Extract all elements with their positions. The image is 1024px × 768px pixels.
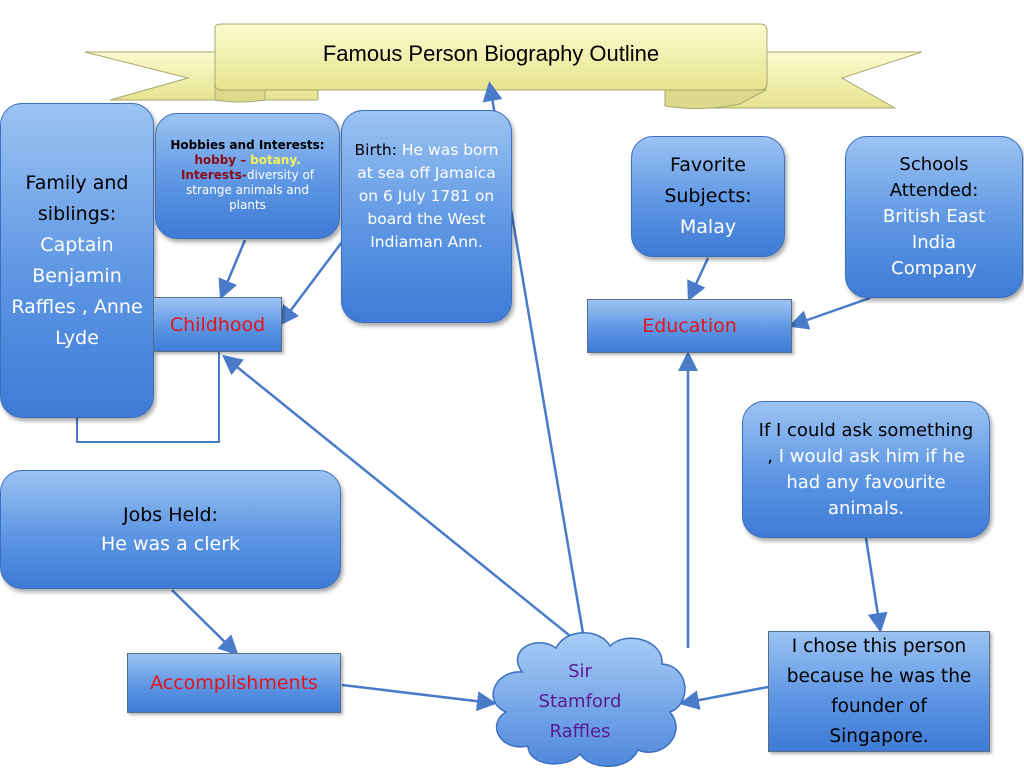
- jobs-label: Jobs Held:: [123, 503, 218, 526]
- favorite-subjects-value: Malay: [679, 216, 737, 238]
- schools-value: British East India Company: [882, 206, 986, 279]
- birth-box: Birth: He was born at sea off Jamaica on…: [341, 110, 512, 323]
- interests-key: Interests-: [180, 168, 247, 182]
- question-text: If I could ask something , I would ask h…: [757, 418, 975, 522]
- family-siblings-box: Family and siblings: Captain Benjamin Ra…: [0, 103, 154, 418]
- hobby-value: botany.: [250, 153, 301, 167]
- arrow-birth-childhood: [279, 237, 346, 326]
- center-line-1: Sir: [568, 661, 592, 682]
- center-cloud: [492, 632, 686, 767]
- childhood-label: Childhood: [169, 313, 266, 336]
- schools-label: Schools Attended:: [889, 154, 979, 201]
- favorite-subjects-box: Favorite Subjects: Malay: [631, 136, 785, 257]
- reason-text: I chose this person because he was the f…: [786, 635, 972, 747]
- arrow-center-childhood: [222, 354, 586, 649]
- title-banner: [84, 23, 923, 110]
- interests-value: diversity of strange animals and plants: [186, 168, 315, 212]
- reason-box: I chose this person because he was the f…: [768, 631, 990, 752]
- banner-center: [214, 23, 768, 91]
- question-prefix: If I could ask something ,: [758, 419, 974, 467]
- arrow-question-reason: [864, 537, 888, 633]
- arrow-hobbies-childhood: [218, 239, 247, 300]
- education-label: Education: [642, 315, 737, 337]
- hobbies-box: Hobbies and Interests: hobby – botany. I…: [155, 113, 340, 239]
- diagram-title: Famous Person Biography Outline: [322, 41, 660, 66]
- birth-detail: He was born at sea off Jamaica on 6 July…: [357, 141, 499, 251]
- jobs-held-box: Jobs Held: He was a clerk: [0, 470, 341, 589]
- question-answer: I would ask him if he had any favourite …: [778, 445, 965, 519]
- center-topic: Sir Stamford Raffles: [510, 652, 650, 752]
- education-box: Education: [587, 299, 792, 353]
- family-bracket-line: [76, 352, 220, 443]
- favorite-subjects-label: Favorite Subjects:: [664, 154, 752, 207]
- birth-label: Birth:: [354, 141, 397, 159]
- banner-right-fold: [664, 85, 768, 110]
- hobbies-label: Hobbies and Interests:: [170, 138, 325, 152]
- jobs-value: He was a clerk: [100, 532, 241, 555]
- arrow-favorite-education: [687, 257, 710, 302]
- center-line-2: Stamford: [538, 691, 622, 712]
- arrow-accomplishments-center: [341, 683, 497, 712]
- accomplishments-label: Accomplishments: [150, 672, 318, 694]
- family-label: Family and siblings:: [25, 171, 129, 225]
- arrow-reason-center: [679, 685, 769, 711]
- accomplishments-box: Accomplishments: [127, 653, 341, 713]
- family-detail: Captain Benjamin Raffles , Anne Lyde: [11, 233, 143, 349]
- birth-text: Birth: He was born at sea off Jamaica on…: [352, 139, 501, 254]
- childhood-box: Childhood: [153, 297, 282, 352]
- arrow-schools-education: [788, 296, 871, 330]
- arrow-jobs-accomplishments: [171, 589, 239, 656]
- question-box: If I could ask something , I would ask h…: [742, 401, 990, 538]
- schools-attended-box: Schools Attended: British East India Com…: [845, 136, 1023, 298]
- hobby-key: hobby –: [194, 153, 247, 167]
- center-line-3: Raffles: [549, 721, 611, 742]
